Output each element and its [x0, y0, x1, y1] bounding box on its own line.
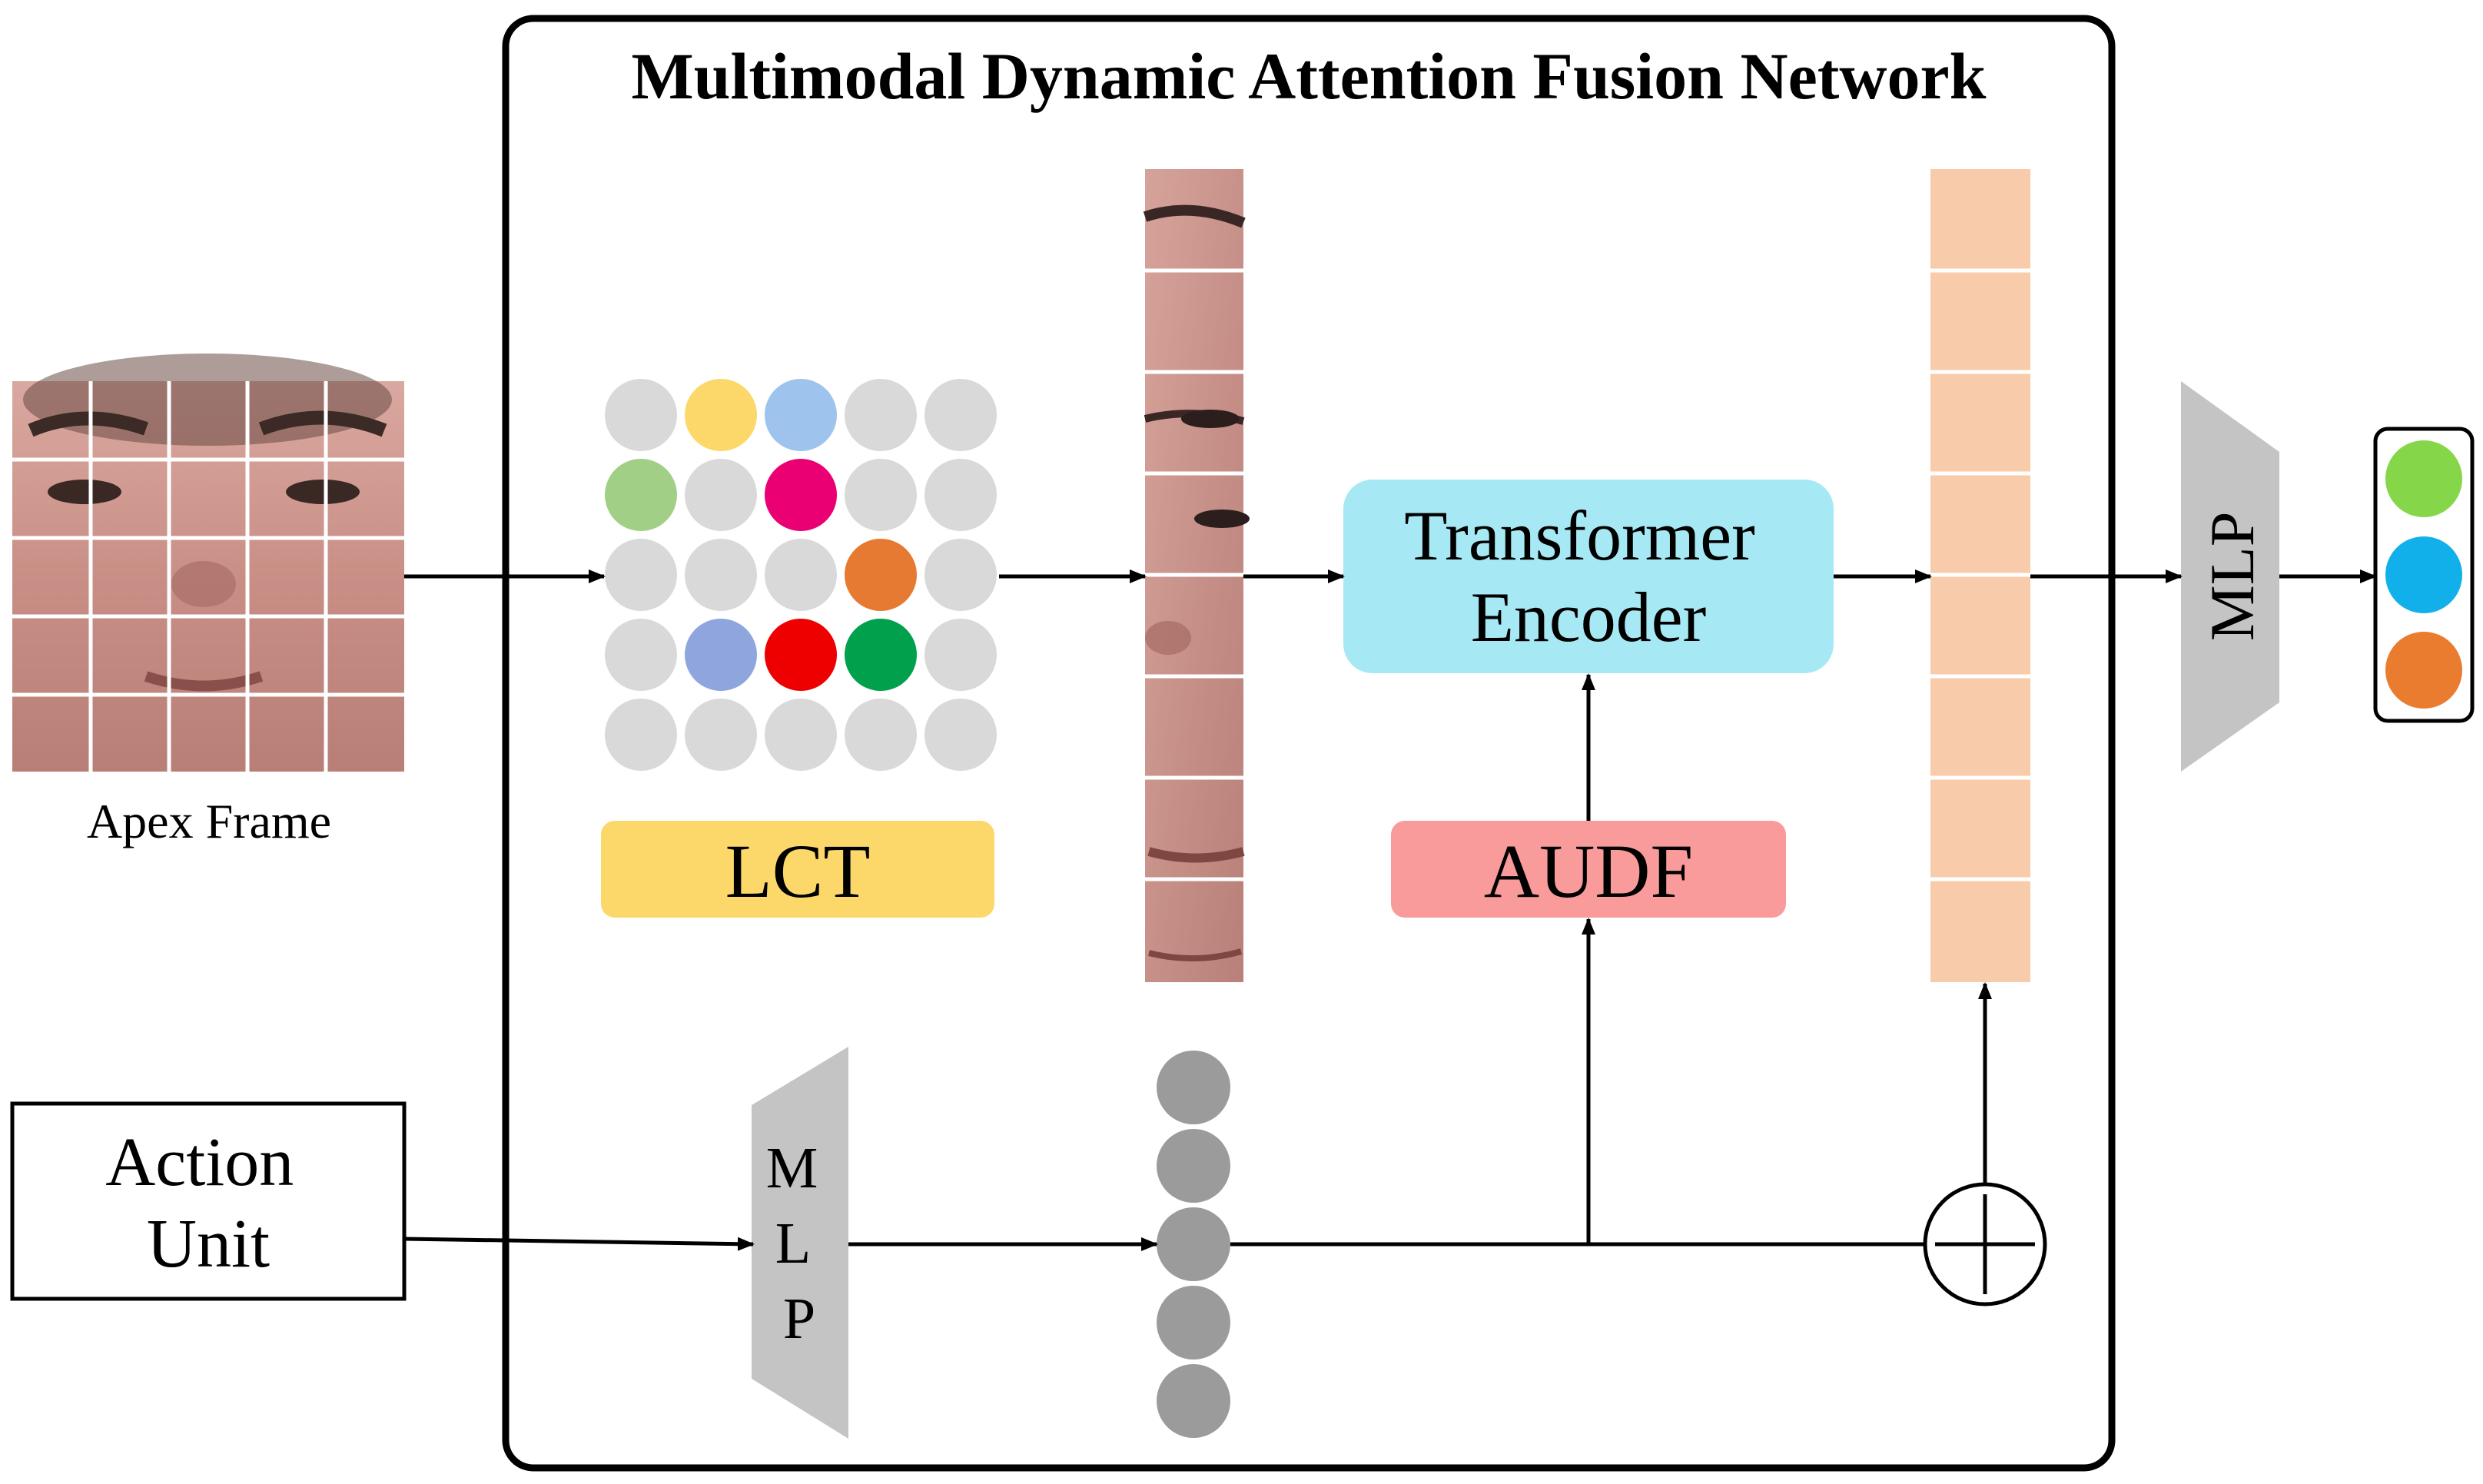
lct-block — [601, 821, 994, 918]
grid-dot — [685, 379, 757, 451]
grid-dot — [765, 699, 837, 771]
action-unit-box — [10, 1101, 407, 1301]
grid-dot — [685, 619, 757, 691]
au-feature-dot — [1157, 1129, 1230, 1203]
au-feature-vector — [1157, 1051, 1230, 1438]
transformer-label-line2: Encoder — [1471, 578, 1707, 656]
lct-label: LCT — [725, 828, 871, 914]
au-mlp-letter-m: M — [766, 1136, 818, 1200]
au-mlp-letter-l: L — [775, 1211, 809, 1276]
classifier-mlp-trapezoid — [2181, 381, 2279, 772]
diagram-title: Multimodal Dynamic Attention Fusion Netw… — [632, 39, 1987, 113]
grid-dot — [845, 699, 917, 771]
au-mlp-trapezoid — [752, 1047, 848, 1439]
action-unit-label: Action Unit — [105, 1124, 310, 1282]
apex-frame-caption: Apex Frame — [87, 794, 331, 848]
transformer-encoder-label: Transformer Encoder — [1404, 496, 1773, 656]
grid-dot — [685, 699, 757, 771]
arrow-au-to-mlp — [403, 1237, 755, 1251]
output-class-dot — [2385, 536, 2462, 613]
au-mlp-letter-p: P — [783, 1286, 815, 1351]
action-unit-label-line1: Action — [105, 1124, 294, 1200]
grid-dot — [845, 619, 917, 691]
apex-frame-image — [12, 354, 404, 772]
au-mlp-label: M L P — [766, 1136, 833, 1351]
grid-dot — [845, 539, 917, 611]
grid-dot — [685, 459, 757, 531]
transformer-encoder-block — [1343, 480, 1834, 673]
au-feature-dot — [1157, 1286, 1230, 1360]
output-class-dot — [2385, 632, 2462, 709]
grid-dot — [605, 699, 677, 771]
action-unit-label-line2: Unit — [147, 1206, 270, 1282]
transformer-label-line1: Transformer — [1404, 496, 1755, 575]
grid-dot — [845, 459, 917, 531]
output-class-dot — [2385, 440, 2462, 517]
grid-dot — [924, 619, 997, 691]
grid-dot — [765, 379, 837, 451]
network-frame — [502, 15, 2116, 1472]
classifier-mlp-label: MLP — [2197, 512, 2267, 642]
grid-dot — [765, 539, 837, 611]
grid-dot — [605, 459, 677, 531]
grid-dot — [924, 459, 997, 531]
grid-dot — [605, 619, 677, 691]
au-feature-dot — [1157, 1207, 1230, 1281]
au-feature-dot — [1157, 1051, 1230, 1124]
facial-patch-column — [1143, 169, 1250, 982]
grid-dot — [845, 379, 917, 451]
grid-dot — [924, 699, 997, 771]
connectors — [403, 569, 2377, 1251]
au-feature-dot — [1157, 1364, 1230, 1438]
grid-dot — [685, 539, 757, 611]
grid-dot — [924, 379, 997, 451]
fused-token-column — [1930, 169, 2030, 982]
add-operator-icon — [1923, 1182, 2047, 1306]
lct-patch-grid — [605, 379, 997, 771]
grid-dot — [765, 459, 837, 531]
audf-label: AUDF — [1484, 828, 1693, 914]
grid-dot — [605, 379, 677, 451]
audf-block — [1391, 821, 1786, 918]
grid-dot — [605, 539, 677, 611]
grid-dot — [765, 619, 837, 691]
grid-dot — [924, 539, 997, 611]
